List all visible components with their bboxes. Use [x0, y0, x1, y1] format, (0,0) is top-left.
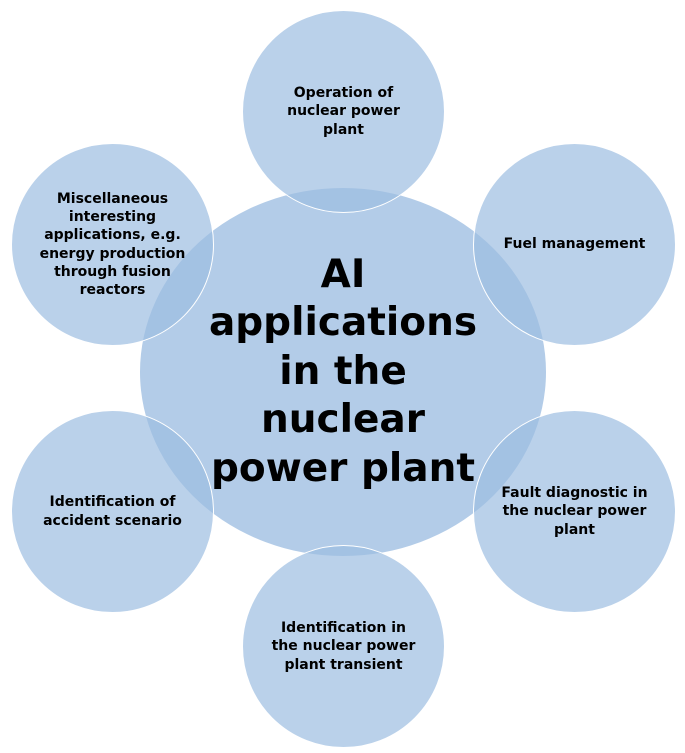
center-title: AI applications in the nuclear power pla… — [208, 252, 478, 491]
node-label-operation: Operation of nuclear power plant — [287, 85, 400, 138]
node-label-miscellaneous: Miscellaneous interesting applications, … — [39, 190, 186, 298]
node-label-accident-scenario: Identification of accident scenario — [43, 494, 182, 529]
node-circle-miscellaneous — [11, 143, 214, 346]
node-circle-fuel-management — [473, 143, 676, 346]
node-circle-accident-scenario — [11, 410, 214, 613]
node-circle-operation — [242, 10, 445, 213]
node-circle-identification-transient — [242, 545, 445, 748]
node-label-fault-diagnostic: Fault diagnostic in the nuclear power pl… — [501, 485, 648, 538]
node-circle-fault-diagnostic — [473, 410, 676, 613]
node-label-identification-transient: Identification in the nuclear power plan… — [271, 620, 416, 673]
node-label-fuel-management: Fuel management — [503, 236, 646, 253]
